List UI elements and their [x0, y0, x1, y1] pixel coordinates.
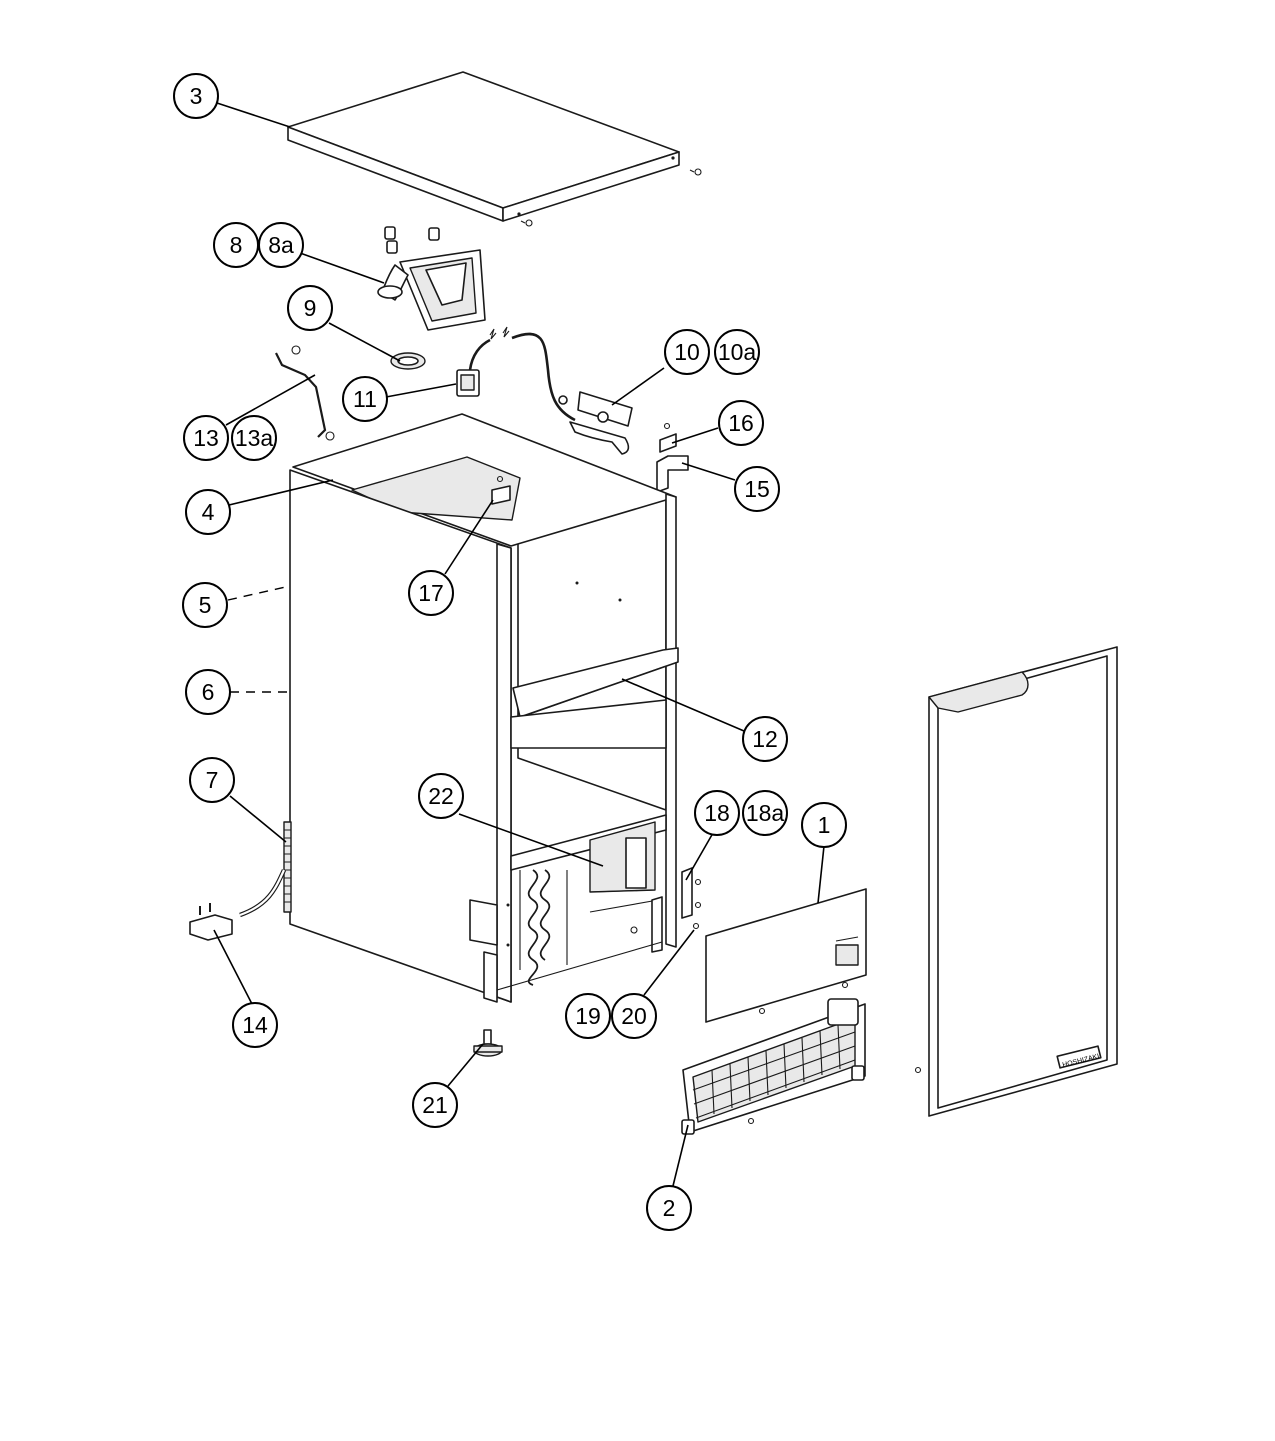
- callout-12: 12: [742, 716, 788, 762]
- svg-text:18: 18: [704, 800, 730, 826]
- callout-5: 5: [182, 582, 228, 628]
- callout-20: 20: [611, 993, 657, 1039]
- callout-7: 7: [189, 757, 235, 803]
- svg-text:16: 16: [728, 410, 754, 436]
- front-panel: [705, 888, 867, 1023]
- door-hinge-bracket: [681, 867, 702, 930]
- leader-lines: [213, 102, 825, 1191]
- svg-text:20: 20: [621, 1003, 647, 1029]
- callouts: 3 8 8a 9 10 10a 11 13 13a 16 15 4 17 5 6…: [173, 73, 847, 1231]
- callout-13a: 13a: [231, 415, 277, 461]
- svg-text:7: 7: [206, 767, 219, 793]
- svg-text:2: 2: [663, 1195, 676, 1221]
- callout-18: 18: [694, 790, 740, 836]
- svg-text:9: 9: [304, 295, 317, 321]
- small-mount-bracket: [491, 475, 511, 505]
- svg-text:22: 22: [428, 783, 454, 809]
- callout-8a: 8a: [258, 222, 304, 268]
- svg-text:13: 13: [193, 425, 219, 451]
- svg-text:19: 19: [575, 1003, 601, 1029]
- callout-13: 13: [183, 415, 229, 461]
- svg-text:4: 4: [202, 499, 215, 525]
- side-louvers: [283, 821, 292, 913]
- callout-22: 22: [418, 773, 464, 819]
- svg-text:21: 21: [422, 1092, 448, 1118]
- svg-text:3: 3: [190, 83, 203, 109]
- callout-10: 10: [664, 329, 710, 375]
- door-panel: HOSHIZAKI: [914, 646, 1118, 1117]
- callout-19: 19: [565, 993, 611, 1039]
- ice-chute-assembly: [377, 226, 486, 331]
- svg-text:1: 1: [818, 812, 831, 838]
- callout-1: 1: [801, 802, 847, 848]
- callout-3: 3: [173, 73, 219, 119]
- svg-text:10a: 10a: [718, 339, 757, 365]
- svg-text:6: 6: [202, 679, 215, 705]
- hinge-bracket-small: [659, 422, 677, 453]
- callout-2: 2: [646, 1185, 692, 1231]
- callout-16: 16: [718, 400, 764, 446]
- svg-text:15: 15: [744, 476, 770, 502]
- switch-with-cord: [456, 326, 576, 422]
- top-panel: [287, 71, 680, 222]
- callout-15: 15: [734, 466, 780, 512]
- callout-4: 4: [185, 489, 231, 535]
- svg-text:13a: 13a: [235, 425, 274, 451]
- callout-14: 14: [232, 1002, 278, 1048]
- callout-21: 21: [412, 1082, 458, 1128]
- svg-text:5: 5: [199, 592, 212, 618]
- callout-11: 11: [342, 376, 388, 422]
- power-cord: [189, 869, 287, 941]
- svg-text:10: 10: [674, 339, 700, 365]
- gasket-ring: [390, 352, 426, 370]
- callout-17: 17: [408, 570, 454, 616]
- svg-text:11: 11: [353, 386, 377, 412]
- svg-text:8: 8: [230, 232, 243, 258]
- svg-text:12: 12: [752, 726, 778, 752]
- cabinet-body: [283, 413, 679, 1003]
- callout-9: 9: [287, 285, 333, 331]
- top-panel-screws: [520, 168, 702, 227]
- svg-text:18a: 18a: [746, 800, 785, 826]
- svg-text:8a: 8a: [268, 232, 294, 258]
- hinge-bracket-large: [656, 455, 689, 493]
- callout-10a: 10a: [714, 329, 760, 375]
- callout-18a: 18a: [742, 790, 788, 836]
- svg-text:14: 14: [242, 1012, 268, 1038]
- chute-bracket: [558, 391, 633, 455]
- callout-8: 8: [213, 222, 259, 268]
- water-tube: [275, 345, 335, 441]
- callout-6: 6: [185, 669, 231, 715]
- svg-text:17: 17: [418, 580, 444, 606]
